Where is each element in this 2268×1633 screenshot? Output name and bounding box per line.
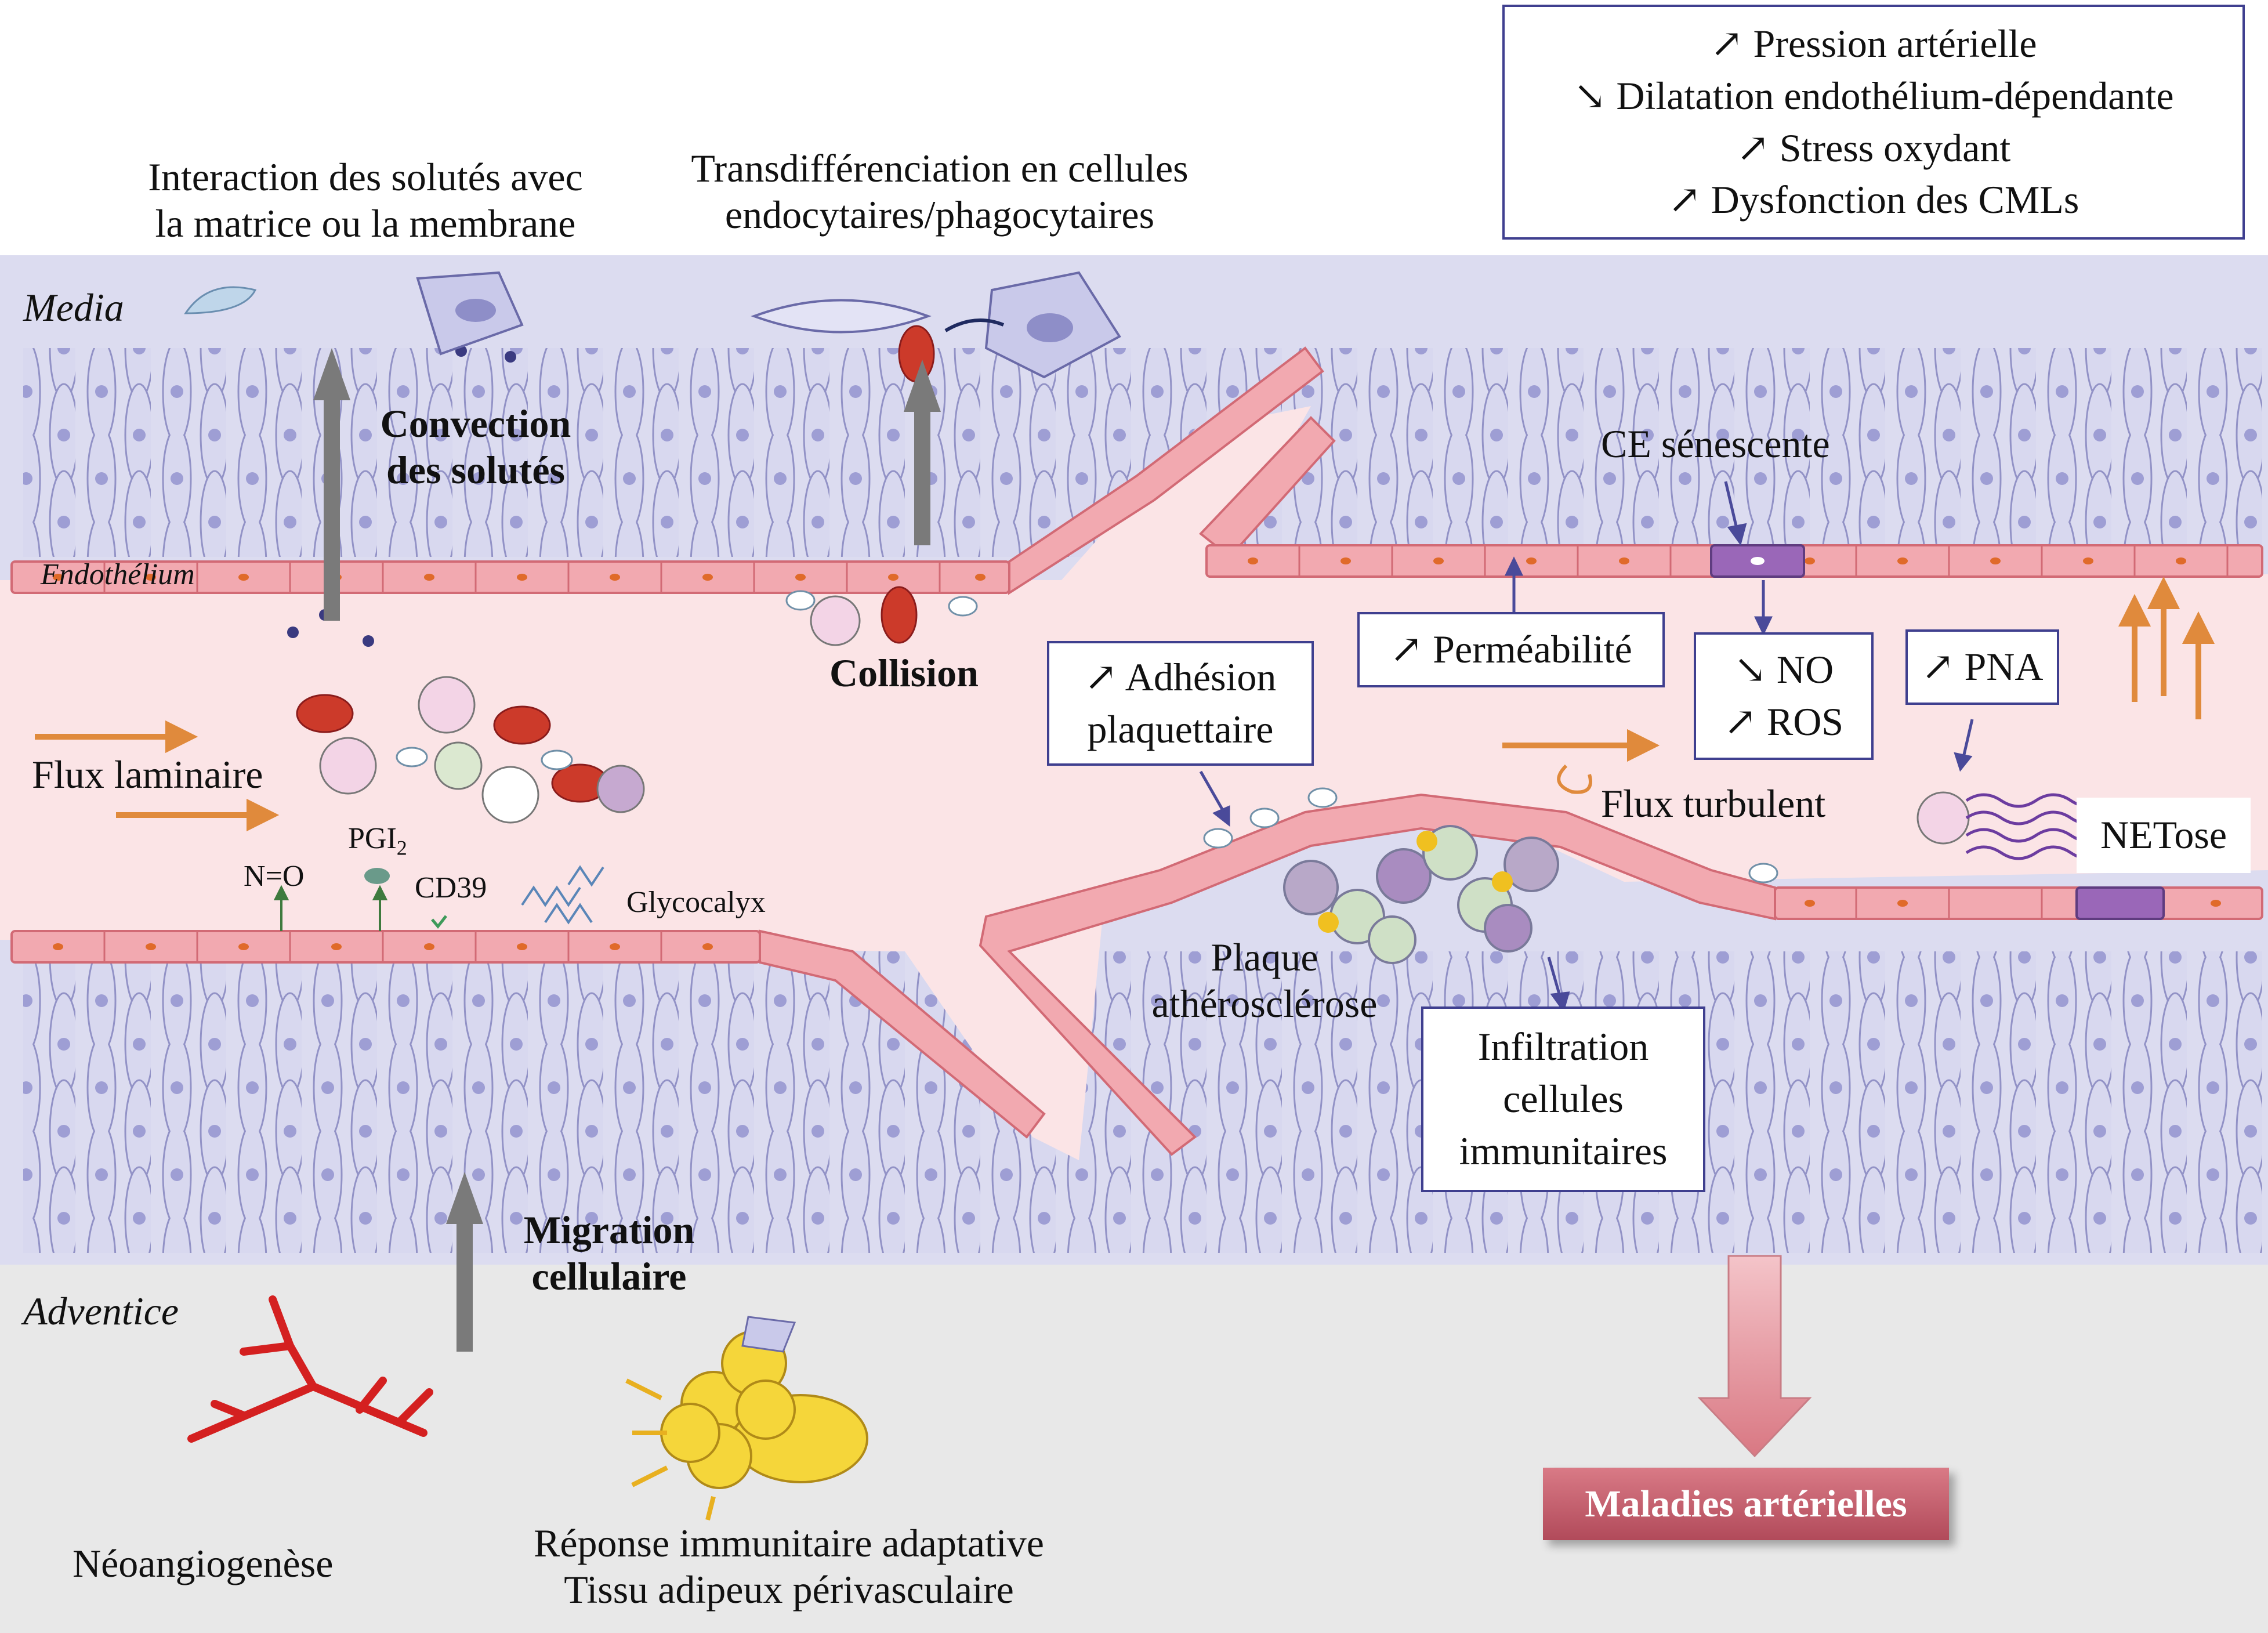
pna-box: ↗ PNA xyxy=(1905,629,2059,705)
flux-turbulent-label: Flux turbulent xyxy=(1601,781,1826,825)
maladies-arterielles-box: Maladies artérielles xyxy=(1543,1468,1949,1540)
endothelium-label: Endothélium xyxy=(41,558,195,591)
no-ros-box: ↘ NO ↗ ROS xyxy=(1694,632,1874,760)
cd39-label: CD39 xyxy=(415,871,487,904)
netose-box: NETose xyxy=(2077,798,2251,873)
flux-laminaire-label: Flux laminaire xyxy=(32,752,263,796)
migration-label: Migration cellulaire xyxy=(523,1208,695,1299)
collision-label: Collision xyxy=(829,651,979,695)
effects-box: ↗ Pression artérielle ↘ Dilatation endot… xyxy=(1502,5,2245,240)
reponse-immunitaire-label: Réponse immunitaire adaptative Tissu adi… xyxy=(534,1521,1044,1612)
infiltration-box: Infiltration cellules immunitaires xyxy=(1421,1006,1705,1192)
permeabilite-box: ↗ Perméabilité xyxy=(1357,612,1665,687)
neoangiogenese-label: Néoangiogenèse xyxy=(73,1541,334,1585)
no-molecule-label: N=O xyxy=(244,860,305,893)
media-label: Media xyxy=(23,285,124,330)
convection-label: Convection des solutés xyxy=(380,401,571,493)
plaque-label: Plaque athérosclérose xyxy=(1151,935,1378,1026)
adventice-label: Adventice xyxy=(23,1289,179,1333)
ce-senescente-label: CE sénescente xyxy=(1601,422,1830,466)
adhesion-plaquettaire-box: ↗ Adhésion plaquettaire xyxy=(1047,641,1314,766)
pgi2-label: PGI2 xyxy=(348,822,407,860)
interaction-label: Interaction des solutés avec la matrice … xyxy=(148,155,583,246)
glycocalyx-label: Glycocalyx xyxy=(626,886,766,919)
transdifferenciation-label: Transdifférenciation en cellules endocyt… xyxy=(691,146,1189,237)
